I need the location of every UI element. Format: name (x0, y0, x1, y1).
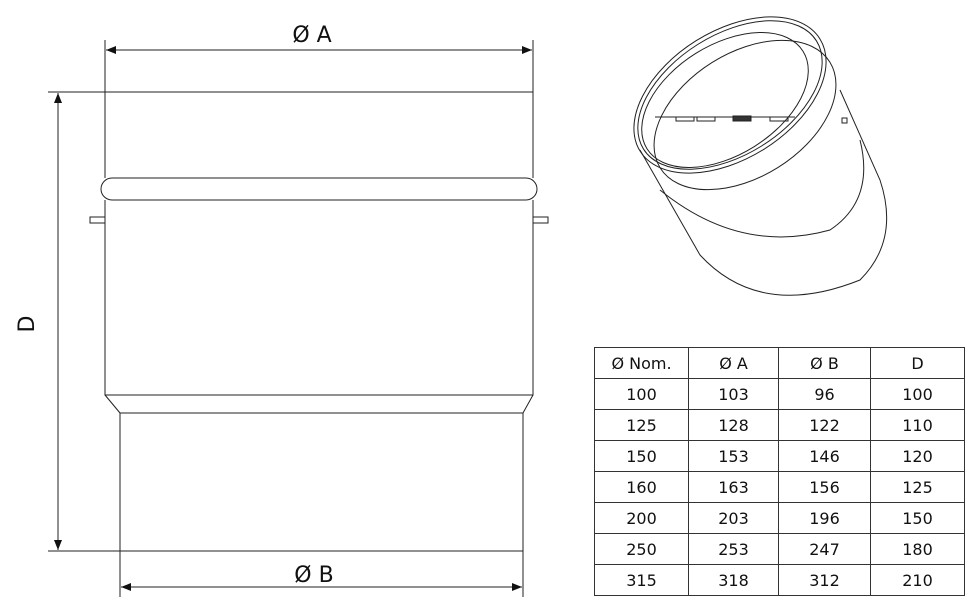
cell: 163 (688, 471, 779, 503)
cell: 146 (778, 440, 871, 472)
column-header: Ø Nom. (594, 347, 689, 379)
cell: 128 (688, 409, 779, 441)
column-header: Ø A (688, 347, 779, 379)
cell: 100 (870, 378, 965, 410)
cell: 150 (870, 502, 965, 534)
cell: 200 (594, 502, 689, 534)
cell: 103 (688, 378, 779, 410)
cell: 120 (870, 440, 965, 472)
cell: 150 (594, 440, 689, 472)
cell: 110 (870, 409, 965, 441)
cell: 96 (778, 378, 871, 410)
cell: 318 (688, 564, 779, 596)
cell: 125 (594, 409, 689, 441)
label-diameter-a: Ø A (292, 23, 331, 48)
cell: 180 (870, 533, 965, 565)
cell: 250 (594, 533, 689, 565)
cell: 153 (688, 440, 779, 472)
cell: 203 (688, 502, 779, 534)
cell: 160 (594, 471, 689, 503)
cell: 312 (778, 564, 871, 596)
cell: 253 (688, 533, 779, 565)
cell: 125 (870, 471, 965, 503)
table-header-row: Ø Nom. Ø A Ø B D (594, 347, 965, 379)
cell: 247 (778, 533, 871, 565)
cell: 156 (778, 471, 871, 503)
cell: 122 (778, 409, 871, 441)
cell: 100 (594, 378, 689, 410)
label-length-d: D (15, 316, 40, 333)
cell: 315 (594, 564, 689, 596)
isometric-view (633, 16, 888, 296)
side-view (48, 40, 549, 597)
column-header: Ø B (778, 347, 871, 379)
cell: 210 (870, 564, 965, 596)
cell: 196 (778, 502, 871, 534)
label-diameter-b: Ø B (294, 563, 333, 588)
column-header: D (870, 347, 965, 379)
